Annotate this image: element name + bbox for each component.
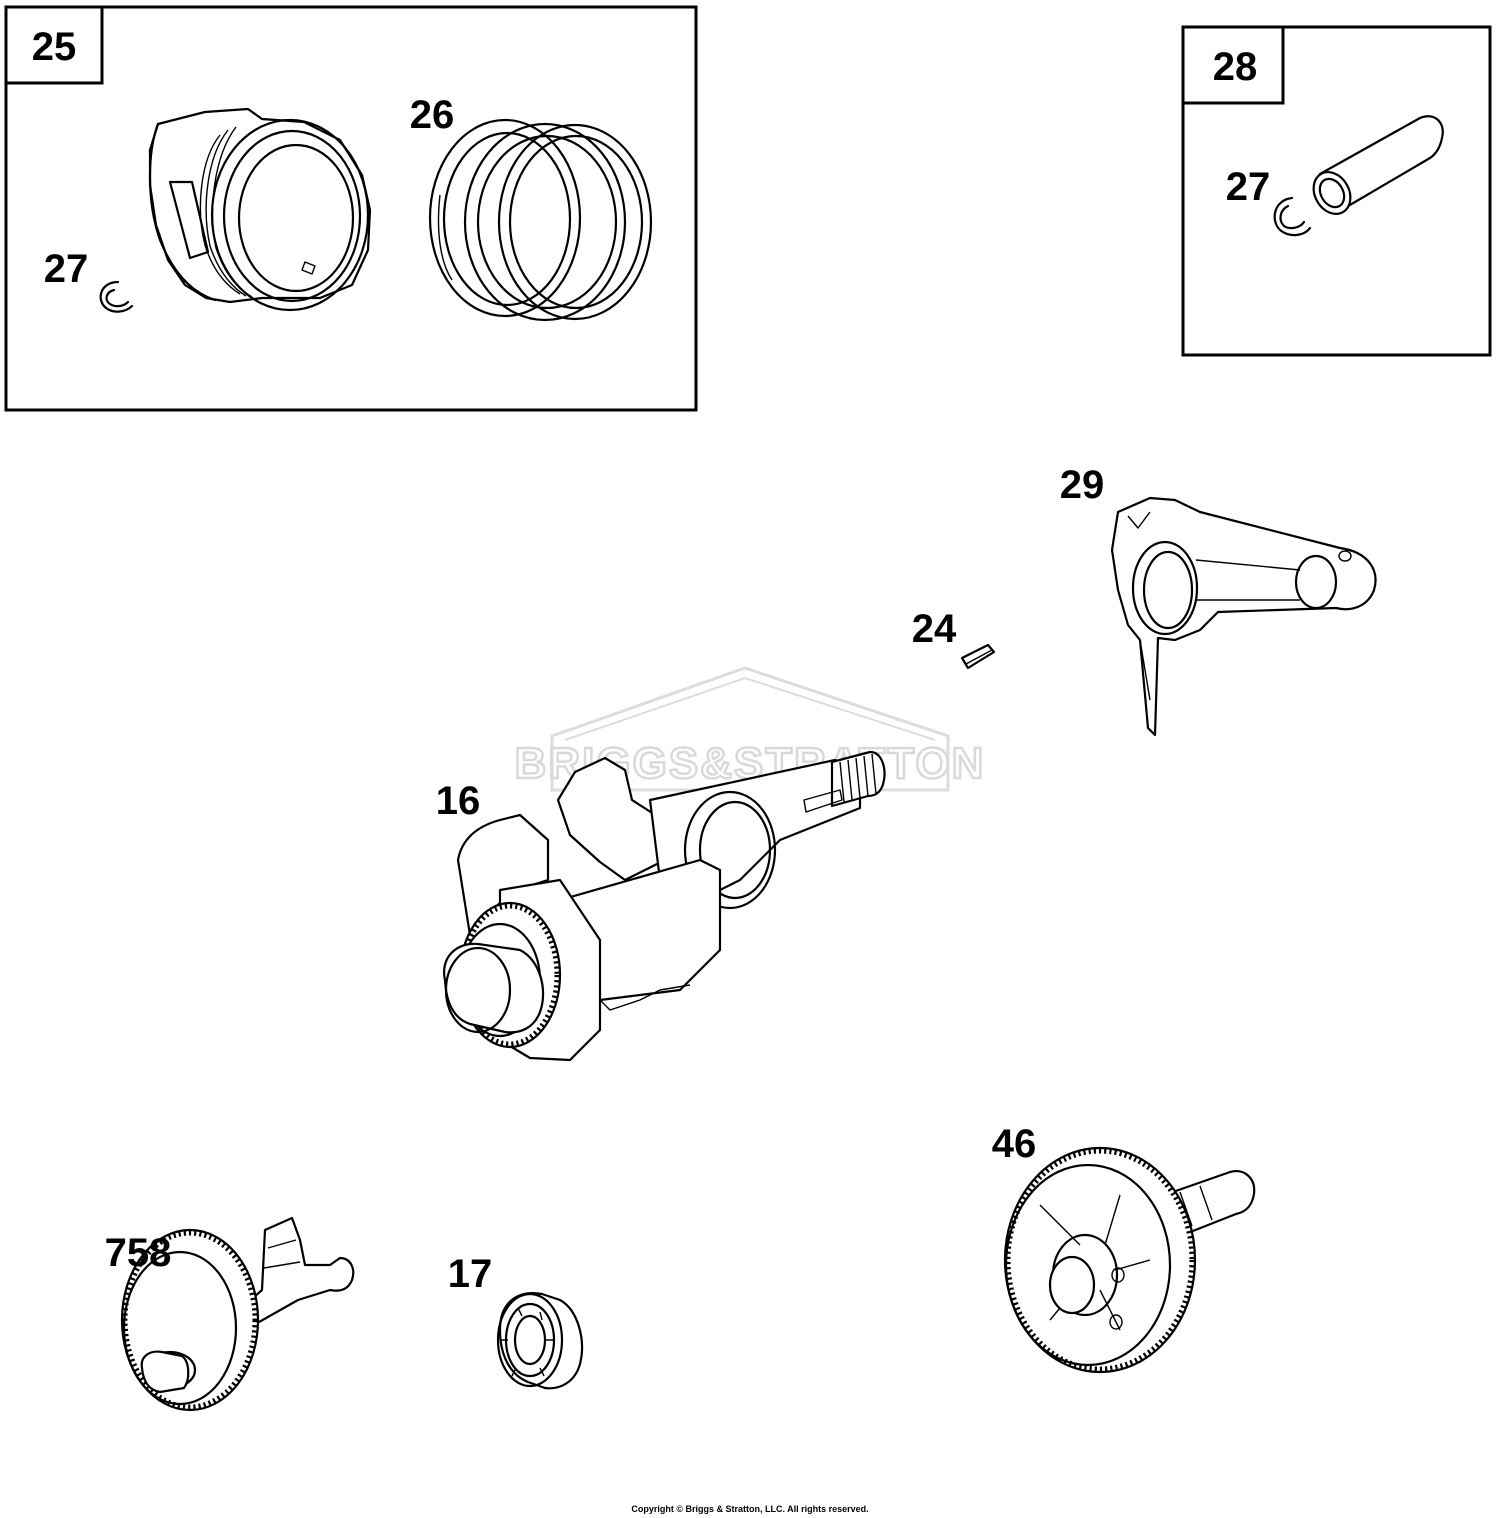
connecting-rod-illustration	[1110, 496, 1377, 737]
crankshaft-key-illustration	[960, 643, 996, 670]
piston-pin-illustration	[1312, 115, 1444, 215]
callout-24: 24	[912, 607, 957, 651]
crankshaft-illustration	[442, 750, 886, 1062]
bearing-illustration	[496, 1292, 584, 1390]
callout-16: 16	[436, 779, 481, 823]
retainer-clip-right	[1273, 196, 1312, 237]
camshaft-illustration	[1003, 1146, 1256, 1374]
callout-758: 758	[105, 1231, 172, 1275]
copyright-notice: Copyright © Briggs & Stratton, LLC. All …	[631, 1504, 868, 1514]
callout-46: 46	[992, 1122, 1037, 1166]
callout-27-right: 27	[1226, 165, 1271, 209]
piston-assembly-box: 25	[4, 5, 698, 412]
box-number-25: 25	[32, 25, 77, 69]
pin-assembly-box: 28	[1181, 25, 1492, 357]
callout-26: 26	[410, 93, 455, 137]
piston-ring-set-illustration	[428, 118, 653, 322]
balance-shaft-illustration	[120, 1216, 355, 1412]
callout-17: 17	[448, 1252, 493, 1296]
box-number-28: 28	[1213, 45, 1258, 89]
callout-27-left: 27	[44, 247, 89, 291]
piston-illustration	[148, 107, 372, 312]
retainer-clip-left	[99, 280, 134, 313]
callout-29: 29	[1060, 463, 1105, 507]
